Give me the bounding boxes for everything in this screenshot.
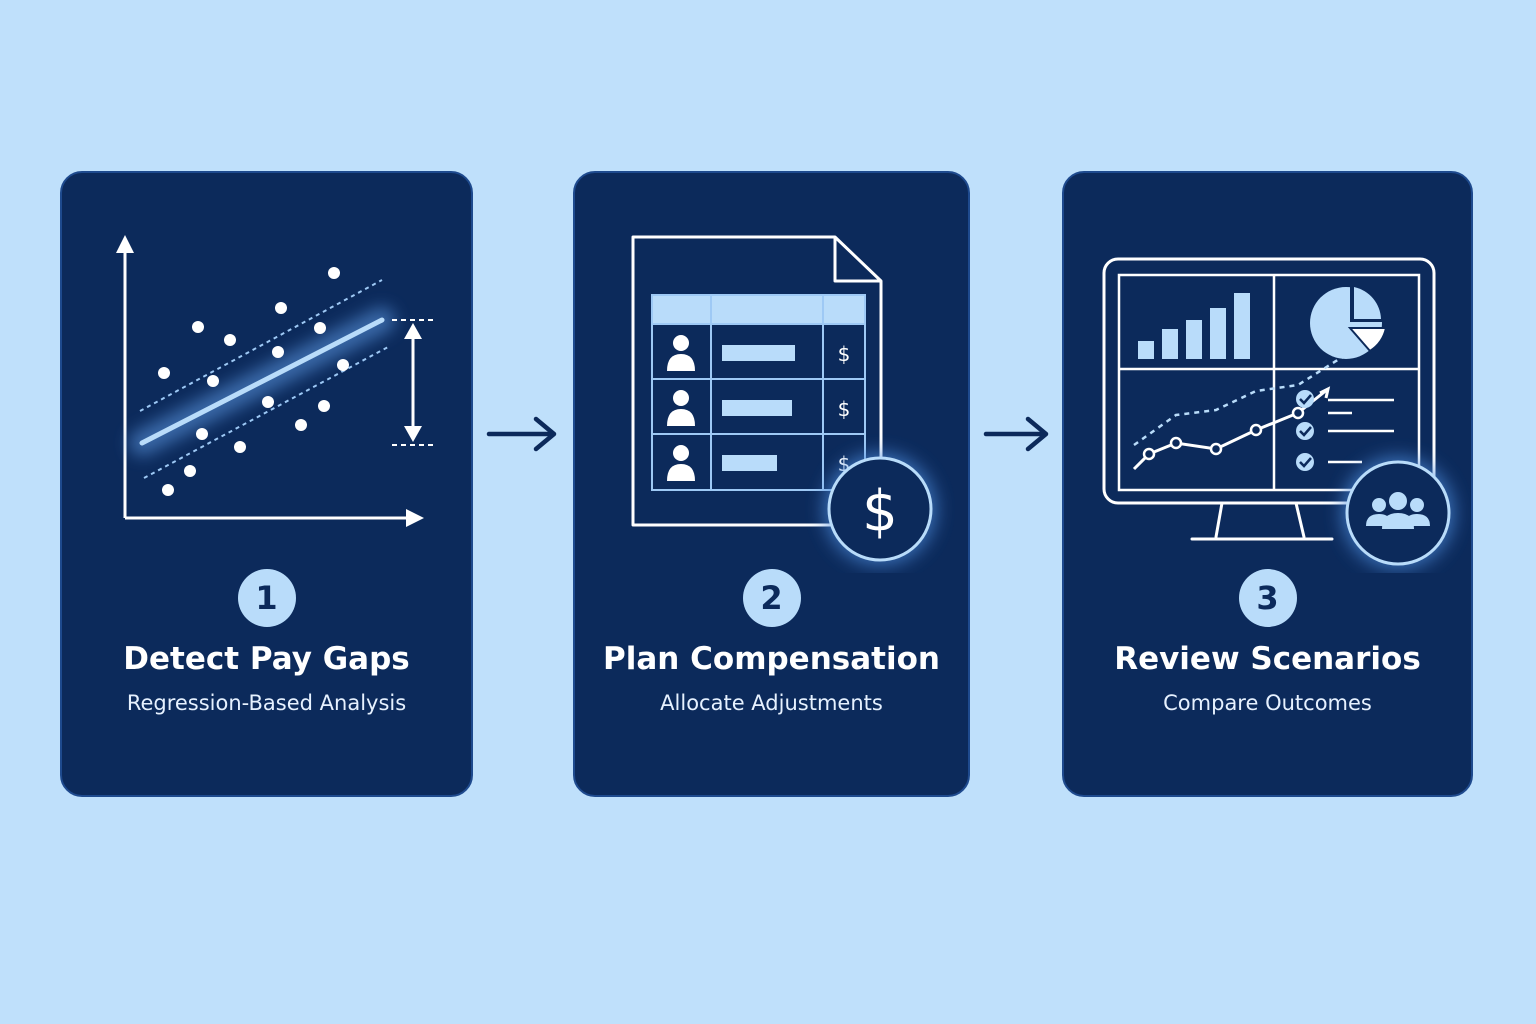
gap-arrow-down xyxy=(404,426,422,442)
step-card-detect-pay-gaps: 1 Detect Pay Gaps Regression-Based Analy… xyxy=(60,171,473,797)
scatter-points xyxy=(158,267,349,496)
table-grid xyxy=(651,294,866,491)
arrow-right-icon xyxy=(486,416,557,452)
step-subtitle: Regression-Based Analysis xyxy=(126,691,407,715)
document-fold xyxy=(833,237,881,283)
currency-cell: $ xyxy=(838,342,851,366)
table-row xyxy=(667,390,792,426)
monitor-stand xyxy=(1190,501,1334,541)
bar-chart-icon xyxy=(1138,293,1250,359)
pie-chart-icon xyxy=(1310,286,1388,359)
dollar-badge-symbol: $ xyxy=(862,479,898,544)
step-title: Detect Pay Gaps xyxy=(123,641,410,677)
step-number-badge: 2 xyxy=(742,569,801,627)
monitor-screen xyxy=(1117,273,1421,492)
checklist-icon xyxy=(1296,390,1394,471)
step-title: Plan Compensation xyxy=(603,641,940,677)
spreadsheet-dollar-icon: $ $ $ $ xyxy=(631,235,936,565)
step-card-plan-compensation: $ $ $ $ 2 Plan Compensation Allocate Adj… xyxy=(573,171,970,797)
currency-cell: $ xyxy=(838,397,851,421)
dashboard-monitor-icon xyxy=(1102,257,1454,569)
y-axis-arrowhead xyxy=(116,235,134,253)
scatter-regression-chart-icon xyxy=(116,235,434,527)
arrow-right-icon xyxy=(983,416,1049,452)
line-chart-icon xyxy=(1132,351,1351,471)
gap-arrow-up xyxy=(404,323,422,339)
step-title: Review Scenarios xyxy=(1114,641,1421,677)
x-axis-arrowhead xyxy=(406,509,424,527)
gap-indicator xyxy=(392,319,434,446)
step-card-review-scenarios: 3 Review Scenarios Compare Outcomes xyxy=(1062,171,1473,797)
people-group-icon xyxy=(1366,492,1430,529)
step-number-badge: 1 xyxy=(237,569,296,627)
band-lower-line xyxy=(143,346,389,479)
step-number-badge: 3 xyxy=(1238,569,1297,627)
table-header xyxy=(652,295,865,324)
chart-axes xyxy=(123,245,410,520)
table-row xyxy=(667,445,777,481)
step-subtitle: Compare Outcomes xyxy=(1163,691,1372,715)
dollar-badge-icon xyxy=(827,456,933,562)
band-upper-line xyxy=(139,279,383,412)
regression-line xyxy=(139,317,385,446)
table-row xyxy=(667,335,795,371)
step-subtitle: Allocate Adjustments xyxy=(660,691,883,715)
